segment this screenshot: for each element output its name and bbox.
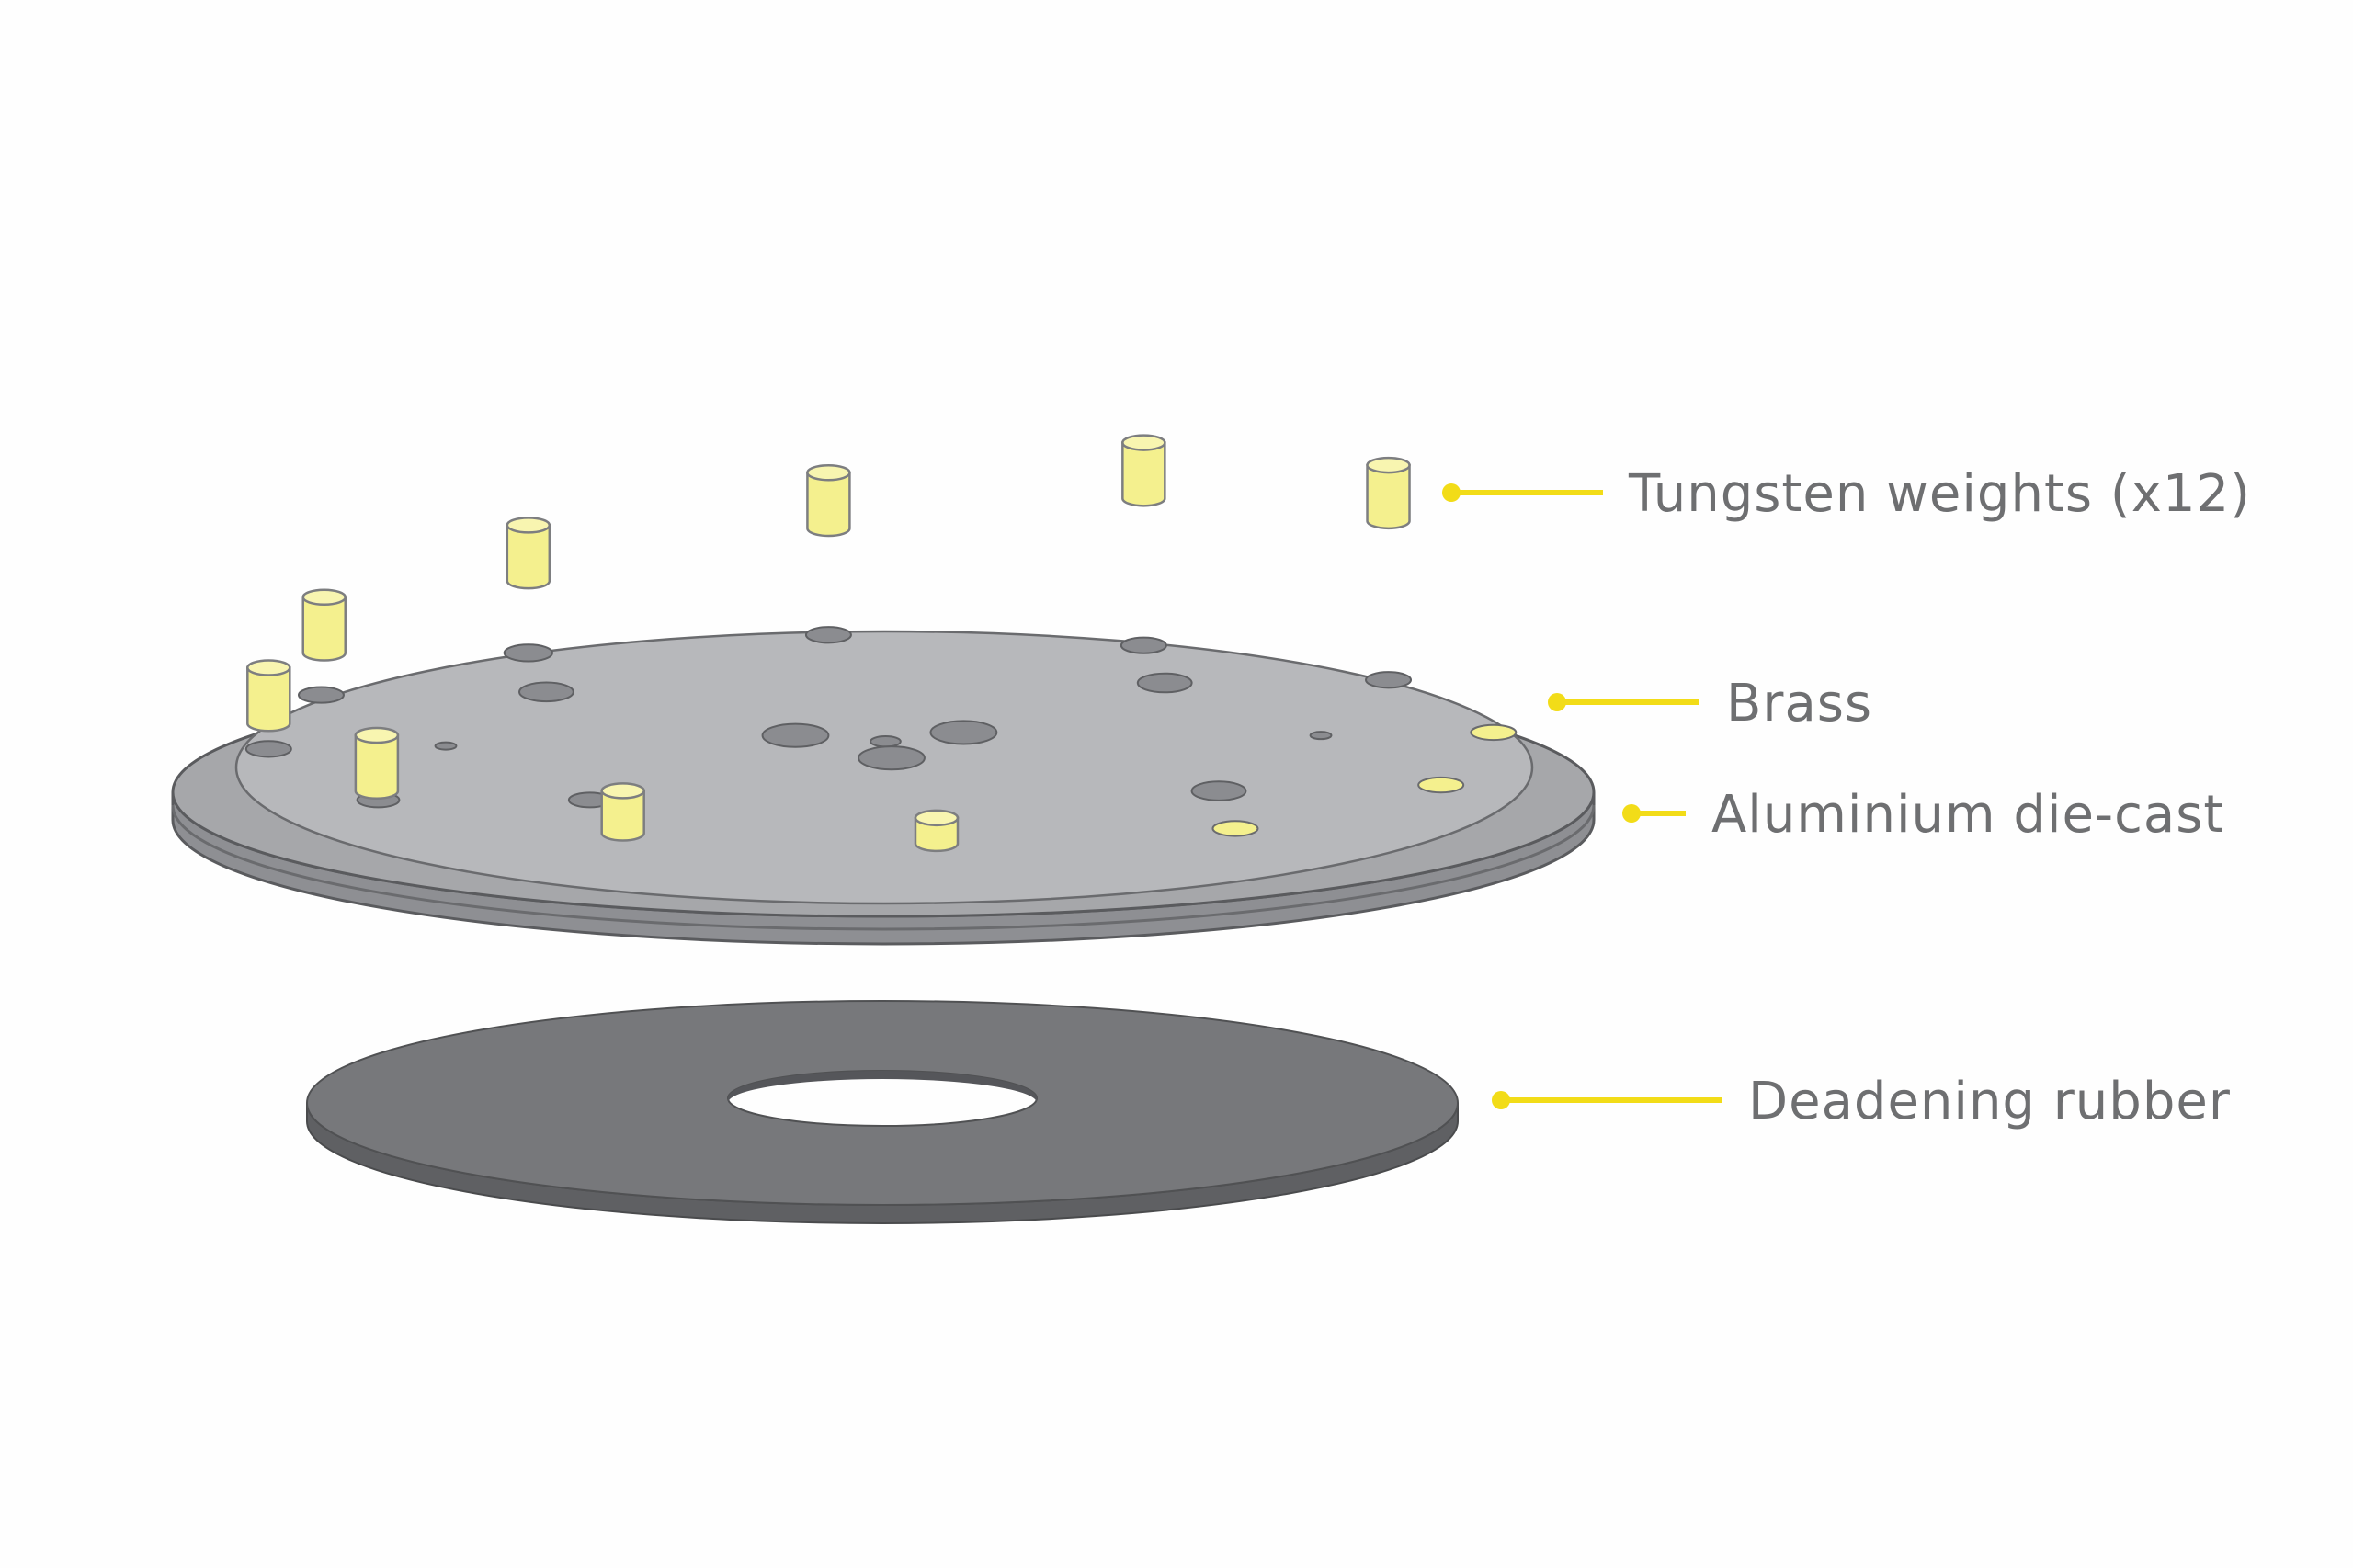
brass-hole bbox=[244, 740, 292, 758]
brass-plate bbox=[234, 626, 1534, 905]
seated-tungsten-weight bbox=[1211, 820, 1259, 837]
tungsten-weights bbox=[246, 434, 1411, 853]
seated-tungsten-weight bbox=[1417, 776, 1465, 794]
label-tungsten-weights: Tungsten weights (x12) bbox=[1628, 464, 2251, 524]
label-aluminium-die-cast: Aluminium die-cast bbox=[1711, 785, 2224, 845]
deadening-rubber-mat bbox=[306, 1000, 1459, 1224]
brass-hole bbox=[518, 681, 574, 703]
tungsten-weight-icon bbox=[600, 782, 645, 842]
callout-rubber: Deadening rubber bbox=[1492, 1072, 2231, 1131]
brass-hole bbox=[761, 722, 830, 748]
brass-hole bbox=[503, 643, 553, 663]
tungsten-weight-icon bbox=[1366, 456, 1411, 530]
callout-dot bbox=[1548, 693, 1566, 711]
callout-dot bbox=[1492, 1091, 1510, 1109]
tungsten-weight-icon bbox=[301, 588, 347, 662]
callout-brass: Brass bbox=[1548, 674, 1872, 733]
label-brass: Brass bbox=[1726, 674, 1872, 733]
callout-dot bbox=[1622, 804, 1641, 823]
callout-tungsten: Tungsten weights (x12) bbox=[1442, 464, 2251, 524]
brass-hole bbox=[1309, 731, 1333, 741]
brass-hole bbox=[1190, 780, 1247, 801]
brass-hole bbox=[1365, 671, 1413, 689]
seated-tungsten-weight bbox=[1470, 723, 1518, 742]
brass-hole bbox=[858, 745, 926, 771]
brass-hole bbox=[434, 741, 458, 751]
brass-hole bbox=[297, 686, 345, 704]
tungsten-weight-icon bbox=[806, 463, 851, 538]
tungsten-weight-icon bbox=[1121, 434, 1166, 507]
brass-hole bbox=[1136, 672, 1193, 694]
brass-hole bbox=[870, 734, 902, 748]
brass-hole bbox=[804, 626, 852, 644]
callout-dot bbox=[1442, 483, 1461, 502]
tungsten-weight-icon bbox=[914, 809, 960, 853]
tungsten-weight-icon bbox=[354, 726, 400, 800]
brass-hole bbox=[1120, 636, 1167, 654]
label-deadening-rubber: Deadening rubber bbox=[1748, 1072, 2231, 1131]
callout-aluminium: Aluminium die-cast bbox=[1622, 785, 2224, 845]
tungsten-weight-icon bbox=[506, 517, 551, 590]
brass-hole bbox=[929, 720, 998, 745]
tungsten-weight-icon bbox=[246, 659, 291, 733]
